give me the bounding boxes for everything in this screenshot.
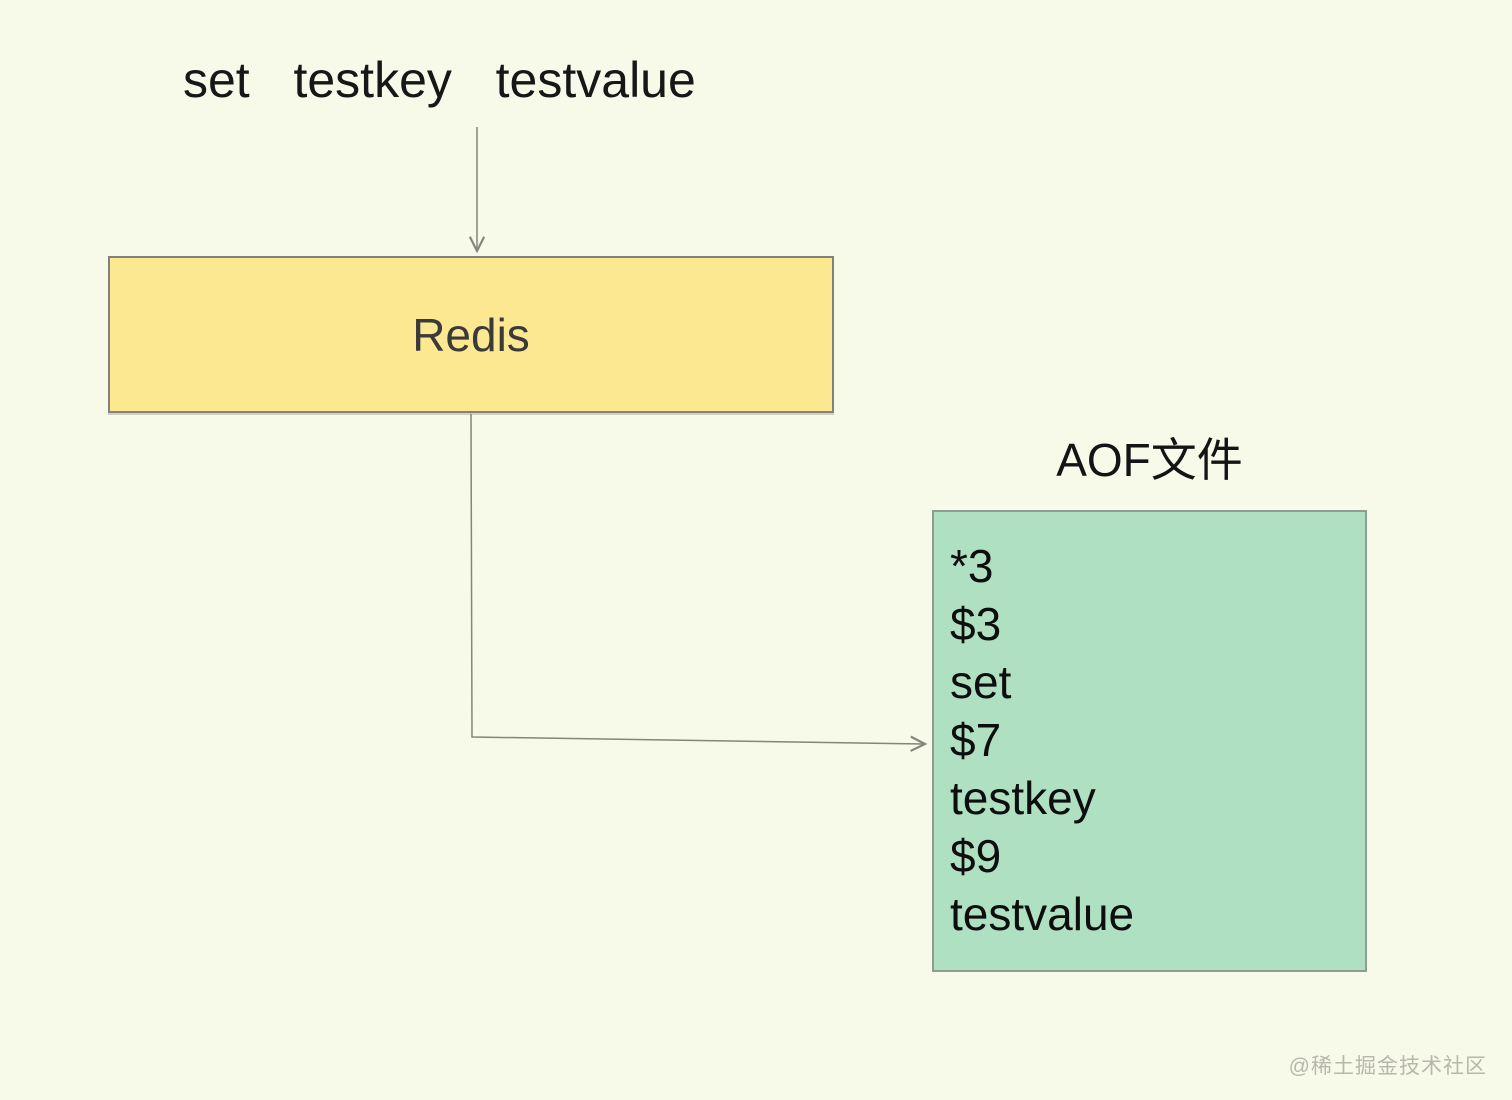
arrow-redis-to-aof-icon: [470, 413, 928, 752]
watermark: @稀土掘金技术社区: [1288, 1055, 1487, 1078]
command-text: set testkey testvalue: [183, 52, 696, 108]
redis-node-label: Redis: [412, 308, 530, 361]
aof-line: testvalue: [950, 888, 1135, 940]
aof-line: set: [950, 656, 1012, 708]
redis-node: Redis: [108, 256, 834, 413]
aof-file-node: *3 $3 set $7 testkey $9 testvalue: [932, 510, 1367, 972]
aof-line: testkey: [950, 772, 1096, 824]
aof-file-title: AOF文件: [1056, 434, 1243, 486]
aof-line: $9: [950, 830, 1002, 882]
aof-line: *3: [950, 540, 994, 592]
aof-line: $3: [950, 598, 1002, 650]
aof-line: $7: [950, 714, 1002, 766]
